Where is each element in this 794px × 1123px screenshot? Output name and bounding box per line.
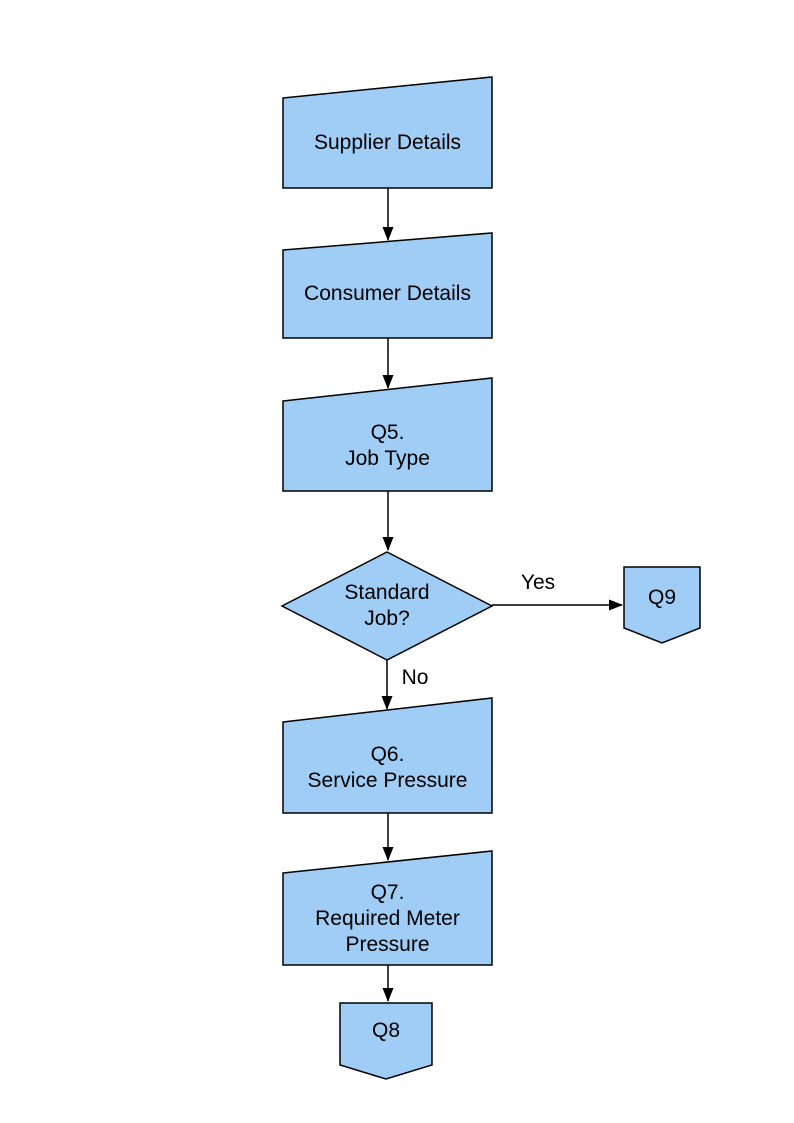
q6-service-pressure-node xyxy=(282,697,493,814)
q7-required-meter-pressure-node xyxy=(282,850,493,966)
q8-offpage-connector-node xyxy=(339,1002,433,1080)
consumer-details-node xyxy=(282,232,493,339)
supplier-details-node xyxy=(282,76,493,189)
q9-offpage-connector-node xyxy=(623,566,701,644)
q5-job-type-node xyxy=(282,377,493,492)
standard-job-decision-node xyxy=(280,551,494,661)
